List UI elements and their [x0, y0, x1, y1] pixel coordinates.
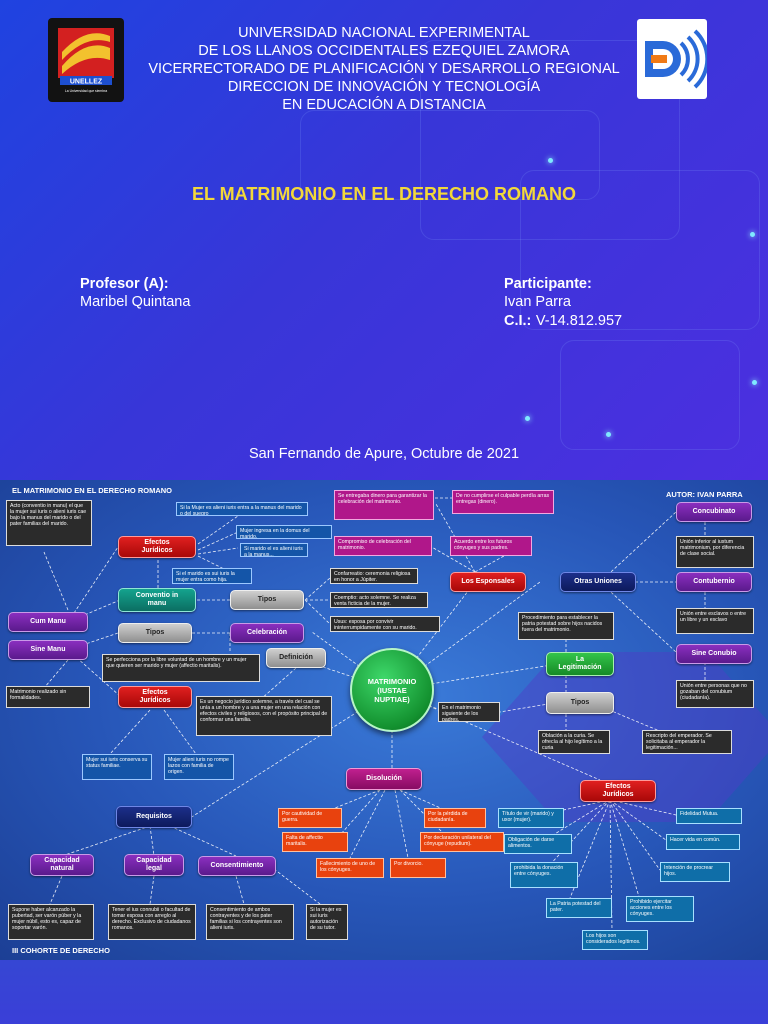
node-cum-manu[interactable]: Cum Manu: [8, 612, 88, 632]
box-falta-de-afecto: Falta de affectio maritalis.: [282, 832, 348, 852]
node-sine-manu[interactable]: Sine Manu: [8, 640, 88, 660]
box-titulo-de-vir: Título de vir (marido) y uxor (mujer).: [498, 808, 564, 828]
box-por-perdida: Por la pérdida de ciudadanía.: [424, 808, 486, 828]
box-si-la-mujer: Si la mujer es sui iuris autorización de…: [306, 904, 348, 940]
box-supone: Supone haber alcanzado la pubertad, ser …: [8, 904, 94, 940]
node-otras-uniones[interactable]: Otras Uniones: [560, 572, 636, 592]
node-la-legitimacion[interactable]: La Legitimación: [546, 652, 614, 676]
participant-label: Participante:: [504, 276, 592, 292]
box-consentimiento-ambos: Consentimiento de ambos contrayentes y d…: [206, 904, 294, 940]
center-node-matrimonio[interactable]: MATRIMONIO (IUSTAE NUPTIAE): [350, 648, 434, 732]
box-prohibida-donacion: prohibida la donación entre cónyuges.: [510, 862, 578, 888]
box-coemptio: Coemptio: acto solemne. Se realiza venta…: [330, 592, 428, 608]
professor-label: Profesor (A):: [80, 276, 169, 292]
node-capacidad-legal[interactable]: Capacidad legal: [124, 854, 184, 876]
node-celebracion[interactable]: Celebración: [230, 623, 304, 643]
box-patria-potestad: La Patria potestad del pater.: [546, 898, 612, 918]
box-rescripto: Rescripto del emperador. Se solicitaba a…: [642, 730, 732, 754]
box-prohibido-ejercitar: Prohibido ejercitar acciones entre los c…: [626, 896, 694, 922]
box-oblacion: Oblación a la curia. Se ofrecía al hijo …: [538, 730, 610, 754]
unellez-logo: UNELLEZ La Universidad que siembra: [48, 18, 124, 102]
node-definicion[interactable]: Definición: [266, 648, 326, 668]
decor-dot: [525, 416, 530, 421]
page-title: EL MATRIMONIO EN EL DERECHO ROMANO: [191, 184, 576, 204]
box-usus: Usus: esposa por convivir ininterrumpida…: [330, 616, 440, 632]
box-tener-ius: Tener el ius connubii o facultad de toma…: [108, 904, 196, 940]
box-fallecimiento: Fallecimiento de uno de los cónyuges.: [316, 858, 384, 878]
concept-map: [0, 480, 768, 1024]
node-efectos-juridicos-1[interactable]: Efectos Jurídicos: [118, 536, 196, 558]
box-acuerdo: Acuerdo entre los futuros cónyuges y sus…: [450, 536, 532, 556]
box-mujer-alieni-no-rompe: Mujer alieni iuris no rompe lazos con fa…: [164, 754, 234, 780]
header-line-2: DE LOS LLANOS OCCIDENTALES EZEQUIEL ZAMO…: [198, 43, 570, 59]
cover-page: UNELLEZ La Universidad que siembra UNIVE…: [0, 0, 768, 480]
map-footer: III COHORTE DE DERECHO: [12, 946, 110, 955]
box-procedimiento: Procedimiento para establecer la patria …: [518, 612, 614, 640]
box-obligacion: Obligación de darse alimentos.: [504, 834, 572, 854]
ci-value: V-14.812.957: [535, 313, 623, 329]
decor-line: [560, 340, 740, 450]
node-efectos-juridicos-2[interactable]: Efectos Jurídicos: [118, 686, 192, 708]
node-concubinato[interactable]: Concubinato: [676, 502, 752, 522]
node-tipos-1[interactable]: Tipos: [230, 590, 304, 610]
box-compromiso: Compromiso de celebración del matrimonio…: [334, 536, 432, 556]
decor-dot: [752, 380, 757, 385]
ci-label: C.I.:: [504, 313, 532, 329]
header-line-1: UNIVERSIDAD NACIONAL EXPERIMENTAL: [238, 25, 530, 41]
box-por-cautividad: Por cautividad de guerra.: [278, 808, 342, 828]
node-sine-conubio[interactable]: Sine Conubio: [676, 644, 752, 664]
box-si-marido-alieni: Si marido el es alieni iuris a la manus.…: [240, 543, 308, 557]
place-date: San Fernando de Apure, Octubre de 2021: [248, 446, 520, 462]
decor-dot: [606, 432, 611, 437]
center-node-label: MATRIMONIO (IUSTAE NUPTIAE): [367, 676, 417, 704]
box-confarreatio: Confarreatio: ceremonia religiosa en hon…: [330, 568, 418, 584]
education-distance-logo: [637, 19, 710, 99]
decor-line: [300, 110, 600, 200]
node-capacidad-natural[interactable]: Capacidad natural: [30, 854, 94, 876]
node-contubernio[interactable]: Contubernio: [676, 572, 752, 592]
decor-dot: [750, 232, 755, 237]
box-union-esclavos: Unión entre esclavos o entre un libre y …: [676, 608, 754, 634]
box-por-divorcio: Por divorcio.: [390, 858, 446, 878]
box-de-no-cumplirse: De no cumplirse el culpable perdía arras…: [452, 490, 554, 514]
professor-name: Maribel Quintana: [80, 294, 191, 310]
box-es-negocio: Es un negocio jurídico solemne, a través…: [196, 696, 332, 736]
node-tipos-2[interactable]: Tipos: [118, 623, 192, 643]
box-acto: Acto (conventio in manu) el que la mujer…: [6, 500, 92, 546]
header-line-4: DIRECCION DE INNOVACIÓN Y TECNOLOGÍA: [227, 79, 541, 95]
box-union-inferior: Unión inferior al iustum matrimonium, po…: [676, 536, 754, 568]
node-consentimiento[interactable]: Consentimiento: [198, 856, 276, 876]
node-conventio-in-manu[interactable]: Conventio in manu: [118, 588, 196, 612]
node-efectos-juridicos-3[interactable]: Efectos Jurídicos: [580, 780, 656, 802]
header-line-3: VICERRECTORADO DE PLANIFICACIÓN Y DESARR…: [148, 61, 620, 77]
box-los-hijos: Los hijos son considerados legítimos.: [582, 930, 648, 950]
ci-row: C.I.: V-14.812.957: [504, 312, 622, 330]
header-line-5: EN EDUCACIÓN A DISTANCIA: [282, 97, 486, 113]
node-requisitos[interactable]: Requisitos: [116, 806, 192, 828]
participant-name: Ivan Parra: [504, 294, 571, 310]
map-author: AUTOR: IVAN PARRA: [666, 490, 743, 499]
box-se-perfecciona: Se perfecciona por la libre voluntad de …: [102, 654, 260, 682]
box-se-entregaba: Se entregaba dinero para garantizar la c…: [334, 490, 434, 520]
box-intencion: Intención de procrear hijos.: [660, 862, 730, 882]
node-tipos-3[interactable]: Tipos: [546, 692, 614, 714]
decor-line: [520, 170, 760, 330]
box-mujer-ingresa: Mujer ingresa en la domus del marido.: [236, 525, 332, 539]
box-hacer-vida: Hacer vida en común.: [666, 834, 740, 850]
box-fidelidad: Fidelidad Mutua.: [676, 808, 742, 824]
map-title: EL MATRIMONIO EN EL DERECHO ROMANO: [12, 486, 173, 495]
svg-text:La Universidad que siembra: La Universidad que siembra: [65, 89, 107, 93]
decor-dot: [548, 158, 553, 163]
node-disolucion[interactable]: Disolución: [346, 768, 422, 790]
box-en-el-matrimonio: En el matrimonio siguiente de los padres…: [438, 702, 500, 722]
node-los-esponsales[interactable]: Los Esponsales: [450, 572, 526, 592]
box-si-mujer-sui: Si la Mujer es alieni iuris entra a la m…: [176, 502, 308, 516]
box-mujer-sui-conserva: Mujer sui iuris conserva su status famil…: [82, 754, 152, 780]
box-por-declaracion: Por declaración unilateral del cónyuge (…: [420, 832, 504, 852]
box-si-marido-sui: Si el marido es sui iuris la mujer entra…: [172, 568, 252, 584]
decor-line: [420, 40, 680, 240]
box-matrimonio-realizado: Matrimonio realizado sin formalidades.: [6, 686, 90, 708]
svg-text:UNELLEZ: UNELLEZ: [70, 79, 103, 86]
box-union-personas: Unión entre personas que no gozaban del …: [676, 680, 754, 708]
